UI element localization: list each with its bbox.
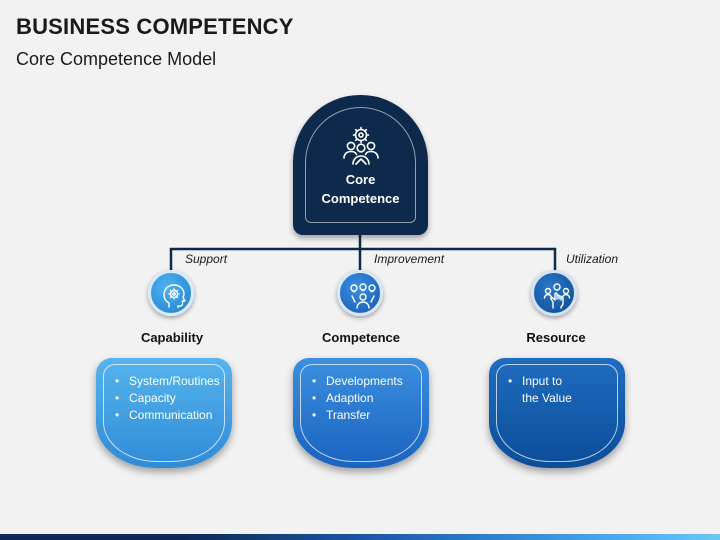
footer-bar	[0, 534, 720, 540]
resource-card-inner-border	[496, 364, 618, 462]
relation-support: Support	[185, 252, 228, 266]
relation-improvement: Improvement	[374, 252, 445, 266]
resource-icon-badge	[531, 270, 577, 316]
capability-icon-badge	[148, 270, 194, 316]
team-gear-icon	[343, 126, 379, 165]
core-competence-label: Core Competence	[293, 170, 428, 208]
competence-label: Competence	[321, 330, 401, 345]
capability-label: Capability	[140, 330, 204, 345]
relation-utilization: Utilization	[566, 252, 619, 266]
capability-card-inner-border	[103, 364, 225, 462]
hand-people-icon	[543, 283, 571, 309]
page-subtitle: Core Competence Model	[16, 49, 217, 69]
competence-icon-badge	[337, 270, 383, 316]
head-gear-icon	[163, 284, 186, 309]
competence-card-inner-border	[300, 364, 422, 462]
core-label-line1: Core	[345, 172, 376, 187]
resource-label: Resource	[526, 330, 586, 345]
core-card-inner-border	[305, 107, 416, 223]
page-title: BUSINESS COMPETENCY	[16, 14, 294, 39]
core-label-line2: Competence	[321, 191, 400, 206]
idea-person-icon	[350, 283, 376, 309]
